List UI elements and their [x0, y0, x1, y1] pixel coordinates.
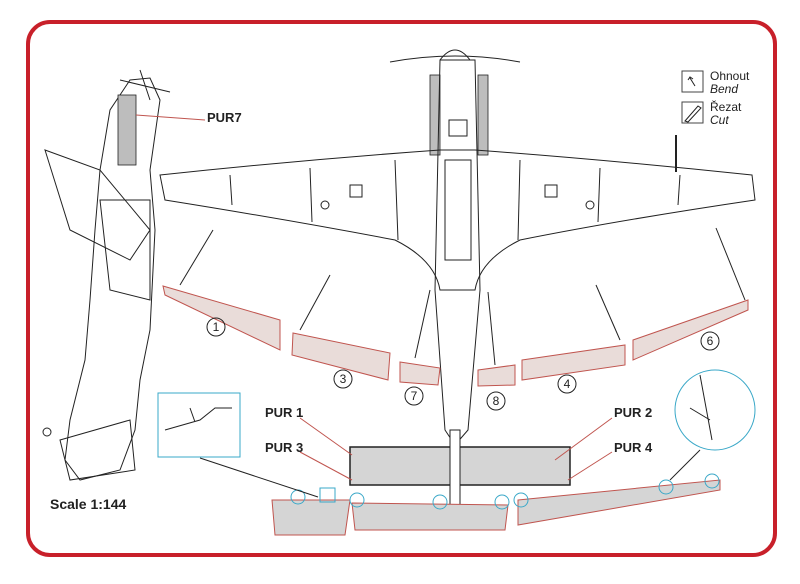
svg-text:Řezat: Řezat — [710, 99, 742, 114]
legend: Ohnout Bend Řezat Cut — [681, 69, 750, 127]
label-pur3: PUR 3 — [265, 440, 303, 455]
svg-text:Bend: Bend — [710, 82, 738, 96]
cut-detail-circle — [674, 369, 756, 451]
svg-text:Cut: Cut — [710, 113, 729, 127]
svg-text:8: 8 — [493, 394, 500, 408]
assembly-arrows — [179, 227, 746, 366]
label-pur7: PUR7 — [207, 110, 242, 125]
label-pur1: PUR 1 — [265, 405, 303, 420]
bend-detail-box — [157, 392, 241, 458]
svg-text:Ohnout: Ohnout — [710, 69, 750, 83]
flap-parts — [162, 285, 749, 536]
svg-text:6: 6 — [707, 334, 714, 348]
side-view-aircraft — [42, 69, 206, 481]
pur-leader-lines — [299, 417, 613, 481]
frame-border — [26, 20, 777, 557]
svg-text:1: 1 — [213, 320, 220, 334]
part-numbers: 1 3 7 8 4 6 — [206, 317, 720, 411]
scale-label: Scale 1:144 — [50, 496, 126, 512]
detail-circles — [157, 369, 756, 510]
label-pur2: PUR 2 — [614, 405, 652, 420]
svg-text:4: 4 — [564, 377, 571, 391]
top-view-aircraft — [159, 49, 756, 511]
label-pur4: PUR 4 — [614, 440, 653, 455]
svg-text:3: 3 — [340, 372, 347, 386]
svg-text:7: 7 — [411, 389, 418, 403]
